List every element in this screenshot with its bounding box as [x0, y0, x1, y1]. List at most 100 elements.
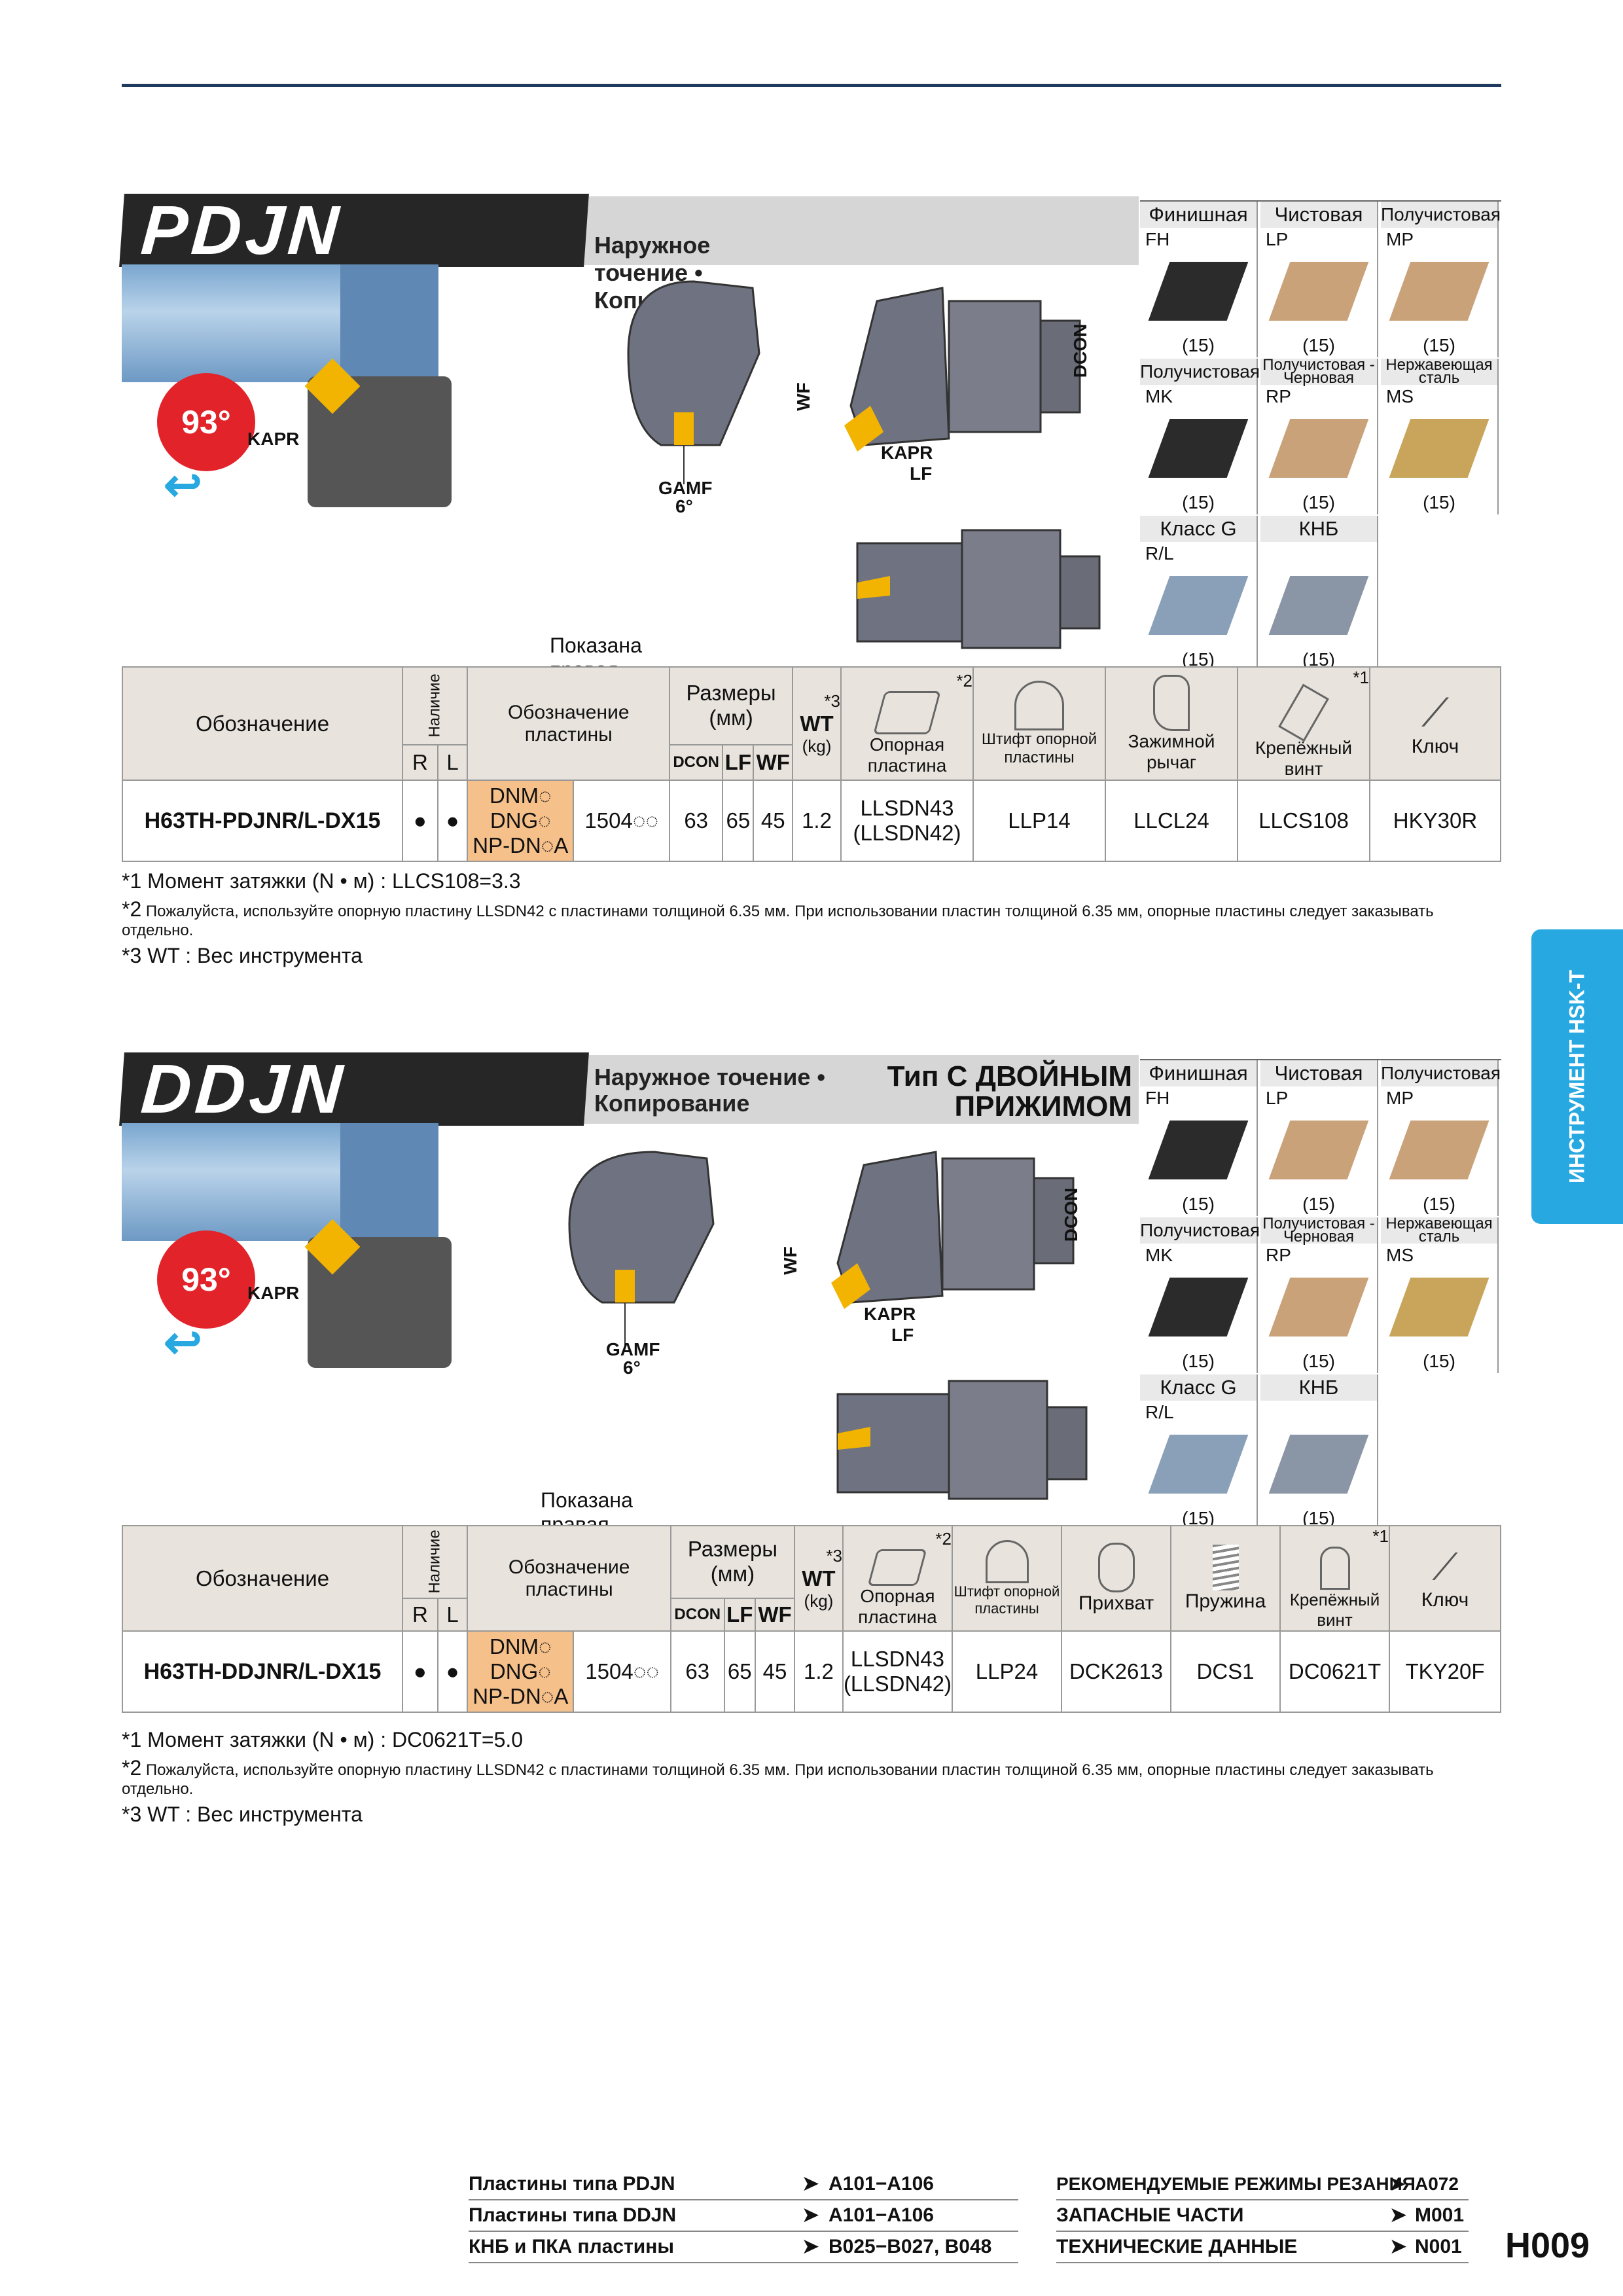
- kapr-dim-label: KAPR: [864, 1304, 916, 1324]
- grade-classg: Класс G R/L (15): [1140, 516, 1258, 672]
- note-mark: *1: [122, 1728, 142, 1751]
- side-view-drawing: [856, 529, 1101, 649]
- grade-head: Нержавеющая сталь: [1381, 357, 1497, 386]
- angle-badge: 93°: [157, 373, 255, 471]
- grade-qty: (15): [1423, 1194, 1455, 1214]
- ref-label: ЗАПАСНЫЕ ЧАСТИ: [1056, 2204, 1244, 2226]
- grade-lp: Чистовая LP (15): [1260, 1060, 1378, 1216]
- h-stock: Наличие: [401, 1525, 469, 1599]
- grade-head: Финишная: [1140, 202, 1257, 228]
- grade-cbn: КНБ (15): [1260, 516, 1378, 672]
- notes: *1 Момент затяжки (N • м) : LLCS108=3.3 …: [122, 869, 1501, 968]
- grade-code: [1260, 1401, 1377, 1424]
- h-part-5: ⟋Ключ: [1389, 1525, 1501, 1632]
- wf: 45: [753, 780, 793, 862]
- note-2: *2 Пожалуйста, используйте опорную пласт…: [122, 1756, 1501, 1799]
- grade-head: Получистовая - Черновая: [1260, 357, 1377, 386]
- note-mark: *2: [122, 897, 142, 921]
- key-icon: ⟋: [1421, 690, 1449, 734]
- h-lf: LF: [723, 1597, 757, 1632]
- section-ribbon: [582, 196, 1139, 265]
- pin-icon: [1014, 680, 1064, 730]
- side-tab[interactable]: ИНСТРУМЕНТ HSK-T: [1531, 929, 1623, 1224]
- stock-l: ●: [437, 780, 469, 862]
- note-mark: *3: [122, 944, 142, 967]
- insert-image: [1389, 255, 1489, 334]
- insert-type: DNM◌: [489, 1634, 552, 1659]
- ref-link[interactable]: Пластины типа PDJN➤A101−A106: [469, 2169, 1018, 2200]
- holder-shank: [340, 264, 438, 382]
- gamf-value: 6°: [675, 496, 693, 516]
- ref-link[interactable]: КНБ и ПКА пластины➤B025−B027, B048: [469, 2232, 1018, 2263]
- insert-size: 1504◌◌: [573, 1630, 671, 1713]
- insert-type: NP-DN◌A: [473, 833, 569, 857]
- front-view-drawing: [627, 280, 760, 484]
- h-dims: Размеры (мм): [669, 1525, 795, 1599]
- insert-image: [1389, 412, 1489, 491]
- h-wt-unit: (kg): [802, 736, 832, 756]
- grade-head: КНБ: [1260, 516, 1377, 542]
- notes: *1 Момент затяжки (N • м) : DC0621T=5.0 …: [122, 1728, 1501, 1827]
- h-l: L: [437, 1597, 469, 1632]
- grade-head: Класс G: [1140, 1374, 1257, 1401]
- insert-image: [1148, 1428, 1249, 1507]
- grade-head: Получистовая: [1140, 1217, 1260, 1244]
- h-wt-mark: *3: [826, 1545, 842, 1566]
- grade-qty: (15): [1302, 1194, 1335, 1214]
- gamf-label: GAMF: [606, 1339, 660, 1359]
- dcon: 63: [669, 1630, 725, 1713]
- insert-image: [1148, 1271, 1249, 1350]
- grade-head: Получистовая: [1140, 359, 1260, 385]
- h-stock-label: Наличие: [425, 1530, 444, 1594]
- designation: H63TH-DDJNR/L-DX15: [122, 1630, 403, 1713]
- grade-code: RP: [1266, 1245, 1291, 1265]
- grade-code: MK: [1145, 386, 1173, 406]
- part-value: LLP14: [972, 780, 1106, 862]
- gamf-label: GAMF: [658, 478, 713, 498]
- grade-ms: Нержавеющая сталь MS (15): [1381, 1216, 1499, 1373]
- grade-grid: Финишная FH (15) Чистовая LP (15) Получи…: [1140, 200, 1501, 672]
- ref-link[interactable]: ТЕХНИЧЕСКИЕ ДАННЫЕ➤N001: [1056, 2232, 1469, 2263]
- ref-link[interactable]: Пластины типа DDJN➤A101−A106: [469, 2200, 1018, 2232]
- spec-table: Обозначение Наличие Обозначение пластины…: [122, 1525, 1501, 1713]
- ref-label: ТЕХНИЧЕСКИЕ ДАННЫЕ: [1056, 2236, 1298, 2257]
- front-view-drawing: [568, 1151, 715, 1348]
- part-value: LLSDN43 (LLSDN42): [842, 1630, 954, 1713]
- feed-arrow-icon: ↩: [164, 459, 202, 511]
- h-part-2: Прихват: [1061, 1525, 1171, 1632]
- grade-grid: Финишная FH (15) Чистовая LP (15) Получи…: [1140, 1059, 1501, 1530]
- part-mark: *1: [1353, 668, 1369, 687]
- insert-image: [1148, 412, 1249, 491]
- part-value: DCK2613: [1061, 1630, 1171, 1713]
- grade-code: MS: [1386, 386, 1414, 406]
- ref-link[interactable]: РЕКОМЕНДУЕМЫЕ РЕЖИМЫ РЕЗАНИЯ➤A072: [1056, 2169, 1469, 2200]
- top-rule: [122, 84, 1501, 87]
- part-mark: *2: [935, 1529, 952, 1549]
- pin-icon: [985, 1539, 1029, 1583]
- grade-head: Получистовая: [1381, 202, 1501, 228]
- note-text: WT : Вес инструмента: [147, 1803, 363, 1826]
- h-part-3: Пружина: [1170, 1525, 1281, 1632]
- table-row: H63TH-DDJNR/L-DX15 ● ● DNM◌ DNG◌ NP-DN◌A…: [122, 1630, 1501, 1713]
- ref-link[interactable]: ЗАПАСНЫЕ ЧАСТИ➤M001: [1056, 2200, 1469, 2232]
- h-wt-unit: (kg): [804, 1590, 834, 1611]
- angle-badge: 93°: [157, 1230, 255, 1329]
- key-icon: ⟋: [1432, 1546, 1458, 1587]
- ref-arrow-icon: ➤: [1390, 2204, 1407, 2226]
- grade-code: LP: [1266, 229, 1289, 249]
- lf-label: LF: [910, 463, 933, 484]
- insert-type: DNG◌: [490, 1659, 551, 1683]
- grade-fh: Финишная FH (15): [1140, 202, 1258, 357]
- ref-page: A101−A106: [829, 2173, 934, 2195]
- h-stock-label: Наличие: [425, 673, 444, 738]
- insert-image: [1148, 255, 1249, 334]
- ref-label: Пластины типа DDJN: [469, 2204, 677, 2226]
- screw-icon: [1278, 683, 1329, 742]
- part-name: Ключ: [1421, 1589, 1469, 1611]
- h-part-2: Зажимной рычаг: [1105, 666, 1238, 781]
- h-wt-label: WT: [802, 1566, 836, 1590]
- grade-head: Нержавеющая сталь: [1381, 1216, 1497, 1245]
- ref-page: A072: [1415, 2174, 1459, 2194]
